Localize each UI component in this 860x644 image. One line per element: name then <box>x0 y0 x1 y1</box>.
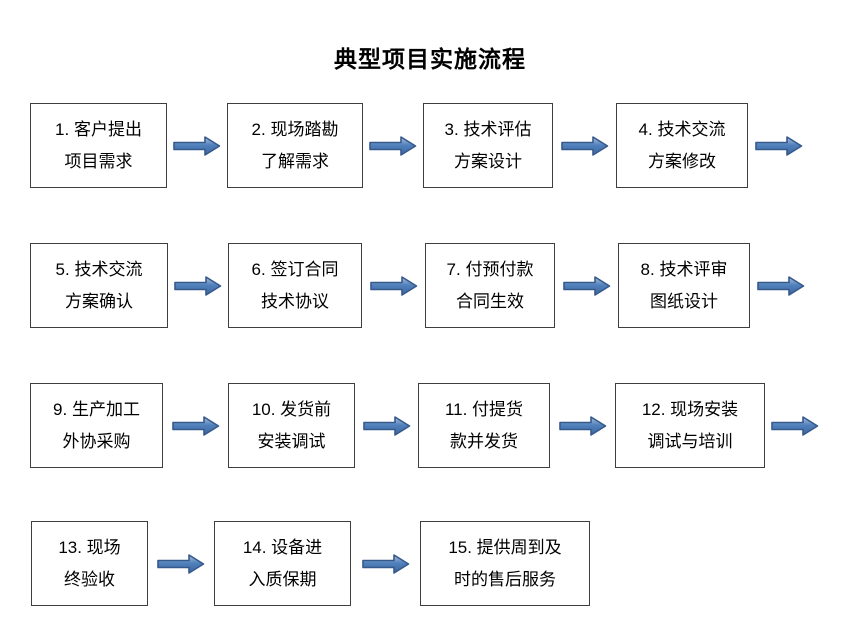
arrow-right-icon <box>362 415 410 436</box>
step-text-line: 方案设计 <box>454 151 522 171</box>
step-text-line: 合同生效 <box>456 291 524 311</box>
arrow-gap <box>750 275 812 297</box>
step-text-line: 13. 现场 <box>58 537 121 557</box>
arrow-right-icon <box>757 275 805 296</box>
flow-step-10: 10. 发货前 安装调试 <box>228 383 355 468</box>
step-text-line: 15. 提供周到及 <box>448 537 562 557</box>
arrow-right-icon <box>755 135 803 156</box>
flow-step-11: 11. 付提货 款并发货 <box>418 383 550 468</box>
arrow-right-icon <box>771 415 819 436</box>
arrow-right-icon <box>560 135 608 156</box>
step-text-line: 方案确认 <box>65 291 133 311</box>
flow-step-12: 12. 现场安装 调试与培训 <box>615 383 765 468</box>
step-text-line: 图纸设计 <box>650 291 718 311</box>
flow-step-4: 4. 技术交流 方案修改 <box>616 103 748 188</box>
arrow-gap <box>765 415 825 437</box>
step-text-line: 方案修改 <box>648 151 716 171</box>
arrow-gap <box>363 135 423 157</box>
arrow-gap <box>163 415 228 437</box>
flow-step-13: 13. 现场 终验收 <box>31 521 148 606</box>
flow-step-8: 8. 技术评审 图纸设计 <box>618 243 750 328</box>
arrow-gap <box>555 275 618 297</box>
flow-step-15: 15. 提供周到及 时的售后服务 <box>420 521 590 606</box>
step-text-line: 3. 技术评估 <box>444 119 532 139</box>
flow-row-4: 13. 现场 终验收 14. 设备进 入质保期 15. 提供周到及 时的售后服务 <box>31 521 590 606</box>
step-text-line: 14. 设备进 <box>242 537 323 557</box>
step-text-line: 终验收 <box>64 569 115 589</box>
flow-step-3: 3. 技术评估 方案设计 <box>423 103 553 188</box>
step-text-line: 9. 生产加工 <box>53 399 140 419</box>
arrow-right-icon <box>173 135 221 156</box>
step-text-line: 10. 发货前 <box>251 399 332 419</box>
flow-step-2: 2. 现场踏勘 了解需求 <box>227 103 363 188</box>
step-text-line: 4. 技术交流 <box>638 119 726 139</box>
step-text-line: 项目需求 <box>64 151 133 171</box>
arrow-right-icon <box>171 415 219 436</box>
arrow-right-icon <box>361 553 409 574</box>
flow-step-14: 14. 设备进 入质保期 <box>214 521 351 606</box>
page-title: 典型项目实施流程 <box>334 46 526 72</box>
step-text-line: 6. 签订合同 <box>251 259 339 279</box>
arrow-gap <box>550 415 615 437</box>
arrow-gap <box>351 553 420 575</box>
flow-step-9: 9. 生产加工 外协采购 <box>30 383 163 468</box>
step-text-line: 7. 付预付款 <box>446 259 534 279</box>
flow-step-1: 1. 客户提出 项目需求 <box>30 103 167 188</box>
flow-row-3: 9. 生产加工 外协采购 10. 发货前 安装调试 11. 付提货 款并发货 1… <box>30 383 825 468</box>
step-text-line: 12. 现场安装 <box>641 399 739 419</box>
arrow-gap <box>553 135 616 157</box>
flow-step-7: 7. 付预付款 合同生效 <box>425 243 555 328</box>
arrow-right-icon <box>558 415 606 436</box>
arrow-gap <box>167 135 227 157</box>
step-text-line: 安装调试 <box>257 431 326 451</box>
arrow-right-icon <box>157 553 205 574</box>
step-text-line: 11. 付提货 <box>444 399 524 419</box>
step-text-line: 时的售后服务 <box>454 569 556 589</box>
step-text-line: 技术协议 <box>261 291 329 311</box>
arrow-gap <box>168 275 228 297</box>
step-text-line: 1. 客户提出 <box>55 119 142 139</box>
step-text-line: 了解需求 <box>261 151 329 171</box>
arrow-gap <box>148 553 214 575</box>
step-text-line: 8. 技术评审 <box>640 259 728 279</box>
arrow-gap <box>748 135 810 157</box>
arrow-right-icon <box>369 275 417 296</box>
step-text-line: 入质保期 <box>248 569 317 589</box>
step-text-line: 外协采购 <box>62 431 131 451</box>
step-text-line: 5. 技术交流 <box>55 259 143 279</box>
step-text-line: 调试与培训 <box>647 431 733 451</box>
arrow-right-icon <box>369 135 417 156</box>
flow-row-2: 5. 技术交流 方案确认 6. 签订合同 技术协议 7. 付预付款 合同生效 8… <box>30 243 812 328</box>
arrow-gap <box>362 275 425 297</box>
flow-row-1: 1. 客户提出 项目需求 2. 现场踏勘 了解需求 3. 技术评估 方案设计 4… <box>30 103 810 188</box>
arrow-right-icon <box>174 275 222 296</box>
flow-step-6: 6. 签订合同 技术协议 <box>228 243 362 328</box>
step-text-line: 2. 现场踏勘 <box>251 119 339 139</box>
flow-step-5: 5. 技术交流 方案确认 <box>30 243 168 328</box>
step-text-line: 款并发货 <box>450 431 518 451</box>
arrow-gap <box>355 415 418 437</box>
arrow-right-icon <box>562 275 610 296</box>
